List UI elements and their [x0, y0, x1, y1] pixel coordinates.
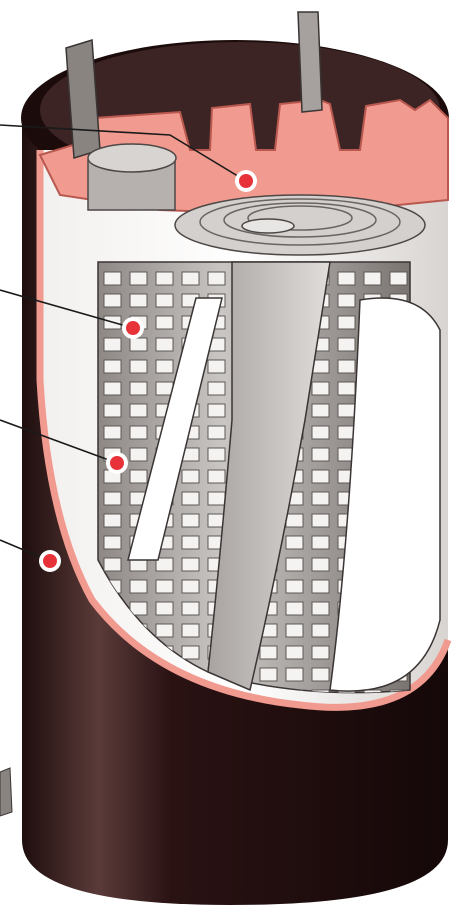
perforation-hole [104, 382, 121, 395]
perforation-hole [338, 338, 355, 351]
perforation-hole [156, 316, 173, 329]
callout-marker-dot [43, 554, 57, 568]
perforation-hole [130, 404, 147, 417]
perforation-hole [208, 382, 225, 395]
perforation-hole [182, 558, 199, 571]
perforation-hole [156, 580, 173, 593]
perforation-hole [286, 602, 303, 615]
callout-marker-3 [106, 452, 128, 474]
perforation-hole [312, 426, 329, 439]
perforation-hole [130, 448, 147, 461]
perforation-hole [104, 338, 121, 351]
perforation-hole [156, 602, 173, 615]
perforation-hole [312, 404, 329, 417]
perforation-hole [338, 404, 355, 417]
perforation-hole [130, 470, 147, 483]
callout-marker-4 [39, 550, 61, 572]
perforation-hole [312, 646, 329, 659]
perforation-hole [312, 558, 329, 571]
perforation-hole [104, 514, 121, 527]
perforation-hole [312, 470, 329, 483]
perforation-hole [104, 360, 121, 373]
perforation-hole [104, 272, 121, 285]
perforation-hole [390, 272, 407, 285]
perforation-hole [182, 624, 199, 637]
terminal-right [298, 12, 322, 112]
perforation-hole [286, 558, 303, 571]
perforation-hole [156, 272, 173, 285]
perforation-hole [130, 580, 147, 593]
perforation-hole [182, 602, 199, 615]
perforation-hole [182, 580, 199, 593]
perforation-hole [130, 272, 147, 285]
perforation-hole [338, 272, 355, 285]
perforation-hole [338, 382, 355, 395]
perforation-hole [208, 360, 225, 373]
perforation-hole [130, 360, 147, 373]
perforation-hole [260, 668, 277, 681]
perforation-hole [182, 272, 199, 285]
perforation-hole [286, 624, 303, 637]
callout-marker-dot [126, 321, 140, 335]
perforation-hole [104, 404, 121, 417]
perforation-hole [312, 536, 329, 549]
edge-fragment [0, 768, 12, 816]
callout-marker-1 [235, 170, 257, 192]
perforation-hole [130, 294, 147, 307]
perforation-hole [312, 448, 329, 461]
perforation-hole [312, 580, 329, 593]
perforation-hole [208, 492, 225, 505]
perforation-hole [104, 294, 121, 307]
perforation-hole [156, 294, 173, 307]
perforation-hole [156, 360, 173, 373]
perforation-hole [286, 580, 303, 593]
disc-ring-4 [242, 219, 294, 233]
perforation-hole [156, 624, 173, 637]
center-post-top [88, 144, 176, 172]
perforation-hole [312, 514, 329, 527]
perforation-hole [312, 668, 329, 681]
perforation-hole [208, 404, 225, 417]
perforation-hole [104, 426, 121, 439]
perforation-hole [338, 316, 355, 329]
perforation-hole [208, 470, 225, 483]
perforation-hole [182, 536, 199, 549]
perforation-hole [312, 624, 329, 637]
perforation-hole [156, 338, 173, 351]
perforation-hole [182, 470, 199, 483]
perforation-hole [182, 492, 199, 505]
perforation-hole [104, 536, 121, 549]
perforation-hole [286, 646, 303, 659]
perforation-hole [286, 514, 303, 527]
perforation-hole [338, 360, 355, 373]
perforation-hole [260, 646, 277, 659]
perforation-hole [338, 294, 355, 307]
perforation-hole [286, 536, 303, 549]
callout-marker-2 [122, 317, 144, 339]
perforation-hole [208, 448, 225, 461]
perforation-hole [182, 646, 199, 659]
perforation-hole [208, 272, 225, 285]
perforation-hole [208, 426, 225, 439]
perforation-hole [286, 668, 303, 681]
perforation-hole [312, 492, 329, 505]
callout-marker-dot [110, 456, 124, 470]
perforation-hole [182, 514, 199, 527]
perforation-hole [130, 338, 147, 351]
callout-marker-dot [239, 174, 253, 188]
perforation-hole [156, 382, 173, 395]
perforation-hole [312, 602, 329, 615]
disc-stack [175, 195, 425, 255]
perforation-hole [130, 382, 147, 395]
perforation-hole [104, 558, 121, 571]
perforation-hole [130, 426, 147, 439]
perforation-hole [312, 382, 329, 395]
perforation-hole [364, 272, 381, 285]
perforation-hole [104, 492, 121, 505]
